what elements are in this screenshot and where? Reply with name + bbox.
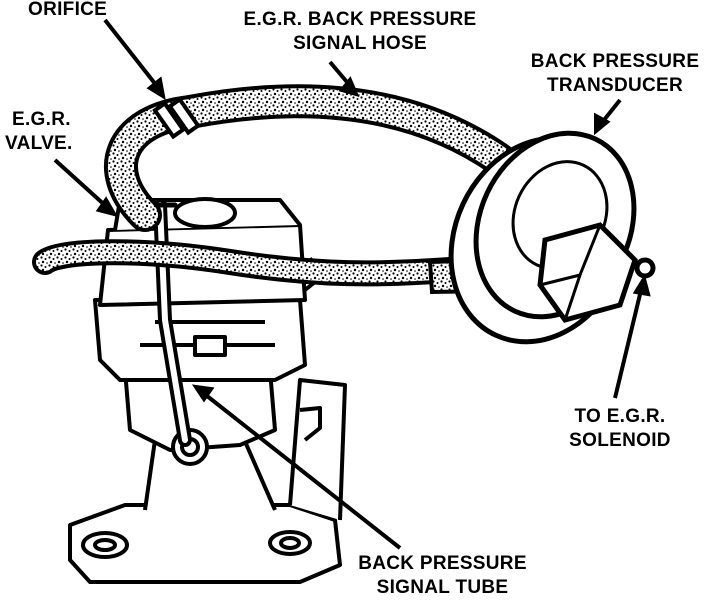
- transducer-label-line1: BACK PRESSURE: [530, 51, 700, 72]
- egr-back-pressure-signal-hose: [104, 84, 517, 232]
- orifice-label: ORIFICE: [28, 0, 108, 20]
- egr-base-flange: [68, 378, 347, 584]
- egr-valve-label-line2: VALVE.: [5, 133, 73, 154]
- egr-valve-body: [93, 197, 322, 466]
- solenoid-label-line2: SOLENOID: [569, 430, 671, 451]
- egr-hose-label-line1: E.G.R. BACK PRESSURE: [243, 9, 477, 30]
- orifice-fitting: [152, 96, 201, 140]
- tube-label-line1: BACK PRESSURE: [358, 553, 527, 574]
- tube-label-line2: SIGNAL TUBE: [376, 577, 509, 598]
- leader-lines: [53, 18, 651, 550]
- back-pressure-transducer: [448, 130, 656, 345]
- egr-valve-label-line1: E.G.R.: [12, 109, 71, 130]
- egr-hose-label-line2: SIGNAL HOSE: [293, 33, 427, 54]
- solenoid-label-line1: TO E.G.R.: [574, 406, 666, 427]
- transducer-label-line2: TRANSDUCER: [547, 75, 683, 96]
